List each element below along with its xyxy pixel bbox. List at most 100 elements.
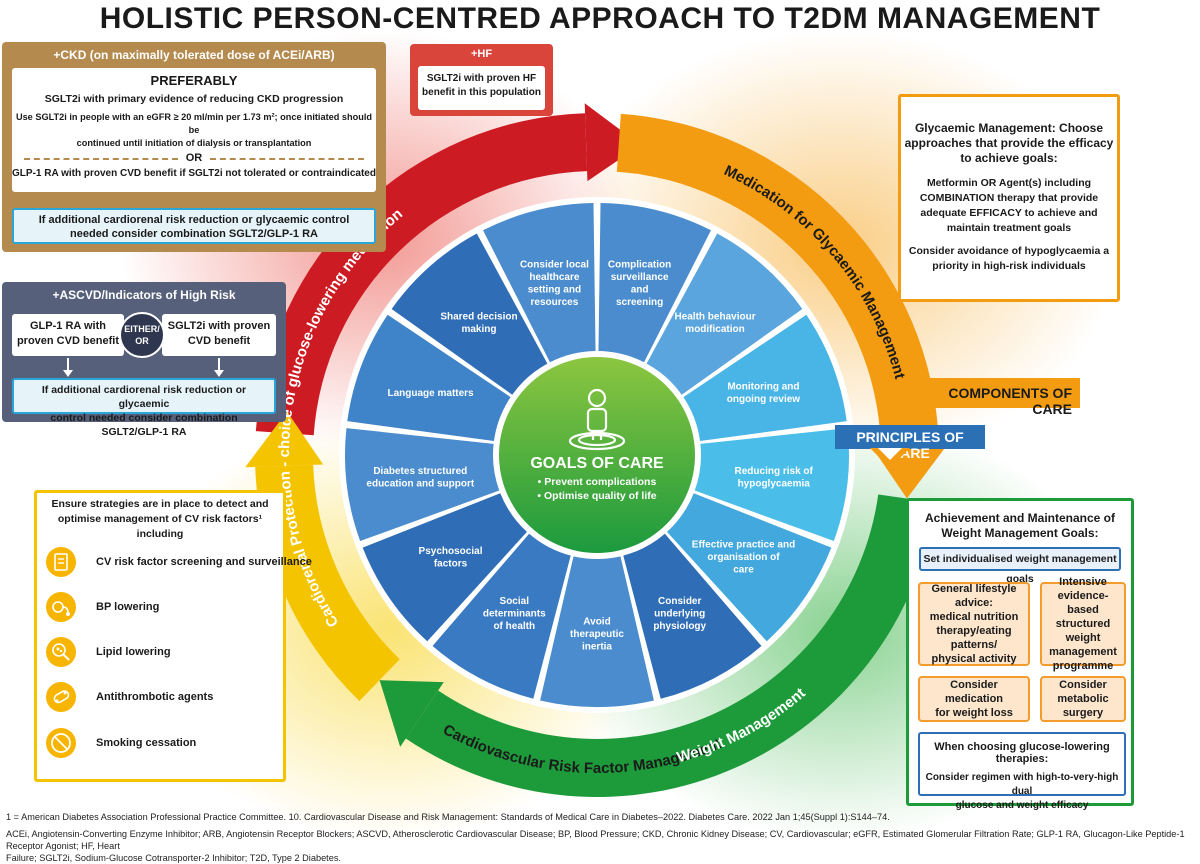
- principle-label: organisation of: [707, 552, 780, 563]
- ascvd-combination-box: If additional cardiorenal risk reduction…: [12, 378, 276, 438]
- glycaemic-b2-l2: priority in high-risk individuals: [932, 260, 1086, 272]
- principle-segment: [362, 493, 527, 642]
- principle-segment: [694, 428, 849, 542]
- principle-label: Health behaviour: [674, 312, 755, 323]
- ckd-combination-box: If additional cardiorenal risk reduction…: [12, 208, 376, 244]
- principles-pointer: [870, 448, 910, 468]
- red-arc-arrow: [584, 103, 641, 182]
- principle-segment: [667, 493, 832, 642]
- principle-segment: [683, 314, 847, 442]
- footnote-abbreviations: ACEi, Angiotensin-Converting Enzyme Inhi…: [6, 828, 1196, 864]
- ascvd-arrows: [63, 358, 224, 377]
- cv-item-lipid: Lipid lowering: [96, 646, 171, 658]
- person-icon: [568, 388, 626, 451]
- ckd-header: +CKD (on maximally tolerated dose of ACE…: [53, 48, 335, 62]
- metabolic-surgery-box: Consider metabolic surgery: [1040, 676, 1126, 722]
- components-of-care-label: COMPONENTS OF CARE: [948, 385, 1072, 417]
- principle-label: making: [461, 324, 496, 335]
- principles-of-care-label: PRINCIPLES OF CARE: [856, 429, 964, 461]
- principle-segment: [432, 533, 571, 699]
- weight-title-line2: Weight Management Goals:: [941, 526, 1099, 540]
- principle-label: healthcare: [529, 272, 579, 283]
- principle-label: Complication: [608, 259, 671, 270]
- choose-title: When choosing glucose-lowering therapies…: [934, 741, 1110, 765]
- lifestyle-line2: medical nutrition: [929, 611, 1019, 623]
- intensive-line4: programme: [1052, 660, 1114, 672]
- ckd-line2a: Use SGLT2i in people with an eGFR ≥ 20 m…: [15, 112, 373, 135]
- principle-label: ongoing review: [727, 394, 801, 405]
- principle-label: Shared decision: [440, 312, 517, 323]
- ascvd-glp1-box: GLP-1 RA with proven CVD benefit: [12, 314, 124, 356]
- glycaemic-b1-l1: Metformin OR Agent(s) including: [926, 177, 1092, 189]
- principle-label: inertia: [582, 642, 612, 653]
- clipboard-icon: [46, 547, 76, 577]
- principle-label: education and support: [366, 479, 474, 490]
- blood-pressure-icon: [46, 592, 76, 622]
- green-arc-arrow: [379, 680, 444, 747]
- orange-arc: [616, 113, 939, 446]
- ckd-or: OR: [185, 152, 203, 164]
- intensive-line3: weight management: [1049, 632, 1117, 658]
- intensive-programme-box: Intensive evidence- based structured wei…: [1040, 576, 1126, 672]
- principle-label: resources: [530, 297, 578, 308]
- principle-label: Monitoring and: [727, 382, 799, 393]
- principle-label: underlying: [654, 609, 705, 620]
- principle-segment: [623, 533, 762, 699]
- ascvd-sglt2i-box: SGLT2i with proven CVD benefit: [162, 314, 276, 356]
- hf-line2: benefit in this population: [422, 87, 541, 98]
- glycaemic-title-line3: to achieve goals:: [960, 151, 1058, 165]
- glycaemic-b1-l2: COMBINATION therapy that provide: [919, 192, 1099, 204]
- cv-item-screening: CV risk factor screening and surveillanc…: [96, 556, 312, 568]
- principle-label: care: [733, 565, 754, 576]
- cv-item-antithrombotic: Antithrombotic agents: [96, 691, 214, 703]
- principle-segment: [598, 203, 711, 363]
- cv-title-line2: optimise management of CV risk factors¹ …: [57, 513, 263, 540]
- principle-label: Diabetes structured: [373, 466, 467, 477]
- goals-title: GOALS OF CARE: [530, 455, 664, 472]
- principle-label: and: [631, 284, 649, 295]
- antithrombotic-icon: [46, 682, 76, 712]
- principles-of-care-tab: PRINCIPLES OF CARE: [835, 425, 985, 461]
- ascvd-right-line2: CVD benefit: [187, 335, 251, 347]
- abbreviations-line2: Failure; SGLT2i, Sodium-Glucose Cotransp…: [6, 853, 341, 863]
- or-label: OR: [135, 336, 149, 346]
- components-of-care-tab: COMPONENTS OF CARE: [910, 378, 1080, 417]
- footnote-reference: 1 = American Diabetes Association Profes…: [6, 812, 890, 822]
- principle-segment: [345, 428, 500, 542]
- principle-label: Consider: [658, 596, 701, 607]
- lipid-icon: [46, 637, 76, 667]
- principle-label: of health: [493, 621, 535, 632]
- choose-line1: Consider regimen with high-to-very-high …: [925, 772, 1119, 797]
- principle-label: physiology: [653, 621, 706, 632]
- principle-label: screening: [616, 297, 663, 308]
- glycaemic-bullet-2: Consider avoidance of hypoglycaemia a pr…: [901, 244, 1117, 274]
- ckd-combo-line1: If additional cardiorenal risk reduction…: [38, 214, 350, 226]
- yellow-arc-arrow: [245, 411, 324, 468]
- principle-label: Language matters: [387, 388, 474, 399]
- principle-label: therapeutic: [570, 629, 624, 640]
- principle-segment: [483, 203, 596, 363]
- either-label: EITHER/: [124, 324, 160, 334]
- principle-label: hypoglycaemia: [738, 479, 811, 490]
- green-arc: [405, 494, 936, 797]
- glycaemic-title: Glycaemic Management: Choose approaches …: [901, 97, 1117, 166]
- ascvd-combo-line1: If additional cardiorenal risk reduction…: [41, 384, 247, 410]
- principle-label: determinants: [483, 609, 546, 620]
- ascvd-right-line1: SGLT2i with proven: [167, 320, 271, 332]
- lifestyle-line3: therapy/eating patterns/: [936, 625, 1012, 651]
- ckd-preferably-box: PREFERABLY SGLT2i with primary evidence …: [12, 68, 376, 192]
- abbreviations-line1: ACEi, Angiotensin-Converting Enzyme Inhi…: [6, 829, 1185, 851]
- glycaemic-b1-l4: maintain treatment goals: [946, 222, 1072, 234]
- lifestyle-line4: physical activity: [931, 653, 1017, 665]
- cv-title-line1: Ensure strategies are in place to detect…: [51, 498, 269, 510]
- ascvd-header: +ASCVD/Indicators of High Risk: [52, 288, 236, 302]
- ascvd-panel: +ASCVD/Indicators of High Risk GLP-1 RA …: [2, 282, 286, 438]
- weight-title-line1: Achievement and Maintenance of: [924, 511, 1116, 525]
- ckd-line3: GLP-1 RA with proven CVD benefit if SGLT…: [12, 168, 376, 179]
- hf-line1: SGLT2i with proven HF: [426, 73, 537, 84]
- outer-ring: [245, 103, 949, 797]
- page-title: HOLISTIC PERSON-CENTRED APPROACH TO T2DM…: [99, 2, 1101, 35]
- ckd-line2b: continued until initiation of dialysis o…: [76, 138, 312, 148]
- med-line2: for weight loss: [935, 707, 1013, 719]
- surg-line1: Consider metabolic: [1057, 679, 1109, 705]
